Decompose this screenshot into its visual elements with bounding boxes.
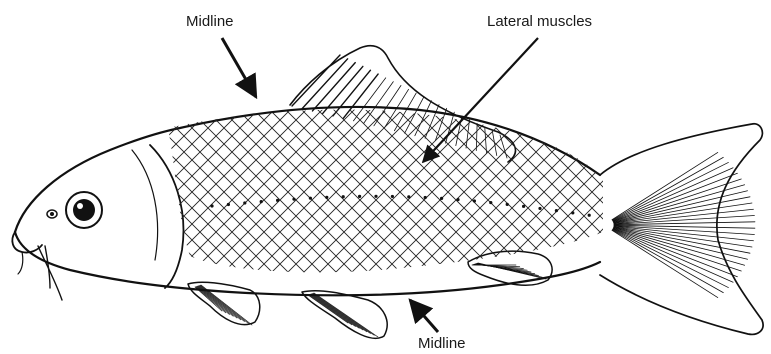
fin-ray (313, 294, 371, 334)
midline-top-arrow (222, 38, 256, 97)
fin-ray (312, 63, 355, 111)
lateral-line-dot (506, 203, 509, 206)
fin-ray (312, 294, 367, 332)
lateral-line-dot (440, 197, 443, 200)
lateral-line-dot (374, 195, 377, 198)
lateral-line-dot (276, 199, 279, 202)
lateral-line-dot (571, 211, 574, 214)
lateral-line-dot (260, 200, 263, 203)
lateral-line-dot (243, 201, 246, 204)
lateral-line-dot (473, 199, 476, 202)
fin-ray (310, 295, 356, 327)
fin-ray (613, 228, 744, 265)
lateral-line-dot (424, 196, 427, 199)
lateral-line-dot (456, 198, 459, 201)
fin-ray (333, 70, 371, 116)
fin-ray (612, 230, 723, 293)
lateral-line-dot (555, 209, 558, 212)
lower-fin-rays (195, 263, 546, 337)
lateral-line-dot (538, 207, 541, 210)
lateral-line-dot (358, 195, 361, 198)
lateral-line-dot (522, 205, 525, 208)
midline-bottom-arrow (410, 300, 438, 332)
midline-top-label: Midline (186, 13, 234, 30)
fin-ray (612, 230, 718, 297)
midline-bottom-label: Midline (418, 335, 466, 352)
fish-eye (66, 192, 102, 228)
lateral-line-dot (407, 195, 410, 198)
fin-ray (311, 294, 363, 330)
lateral-line-dot (489, 201, 492, 204)
fin-ray (612, 157, 723, 220)
fin-ray (310, 294, 359, 328)
nostril (47, 210, 57, 218)
lateral-line-dot (210, 204, 213, 207)
lateral-line-dot (325, 196, 328, 199)
fin-ray (613, 228, 741, 271)
fin-ray (613, 185, 744, 222)
lateral-line-dot (342, 195, 345, 198)
lateral-muscles-label: Lateral muscles (487, 13, 592, 30)
fin-ray (612, 152, 718, 219)
caudal-fin (600, 124, 763, 335)
fin-ray (309, 295, 352, 325)
fin-ray (308, 295, 348, 323)
fin-ray (613, 179, 741, 222)
fin-ray (292, 55, 340, 106)
lateral-line-dot (391, 195, 394, 198)
lateral-line-dot (309, 197, 312, 200)
lateral-line-dot (227, 203, 230, 206)
lateral-line-dot (588, 214, 591, 217)
lateral-line-dot (292, 198, 295, 201)
